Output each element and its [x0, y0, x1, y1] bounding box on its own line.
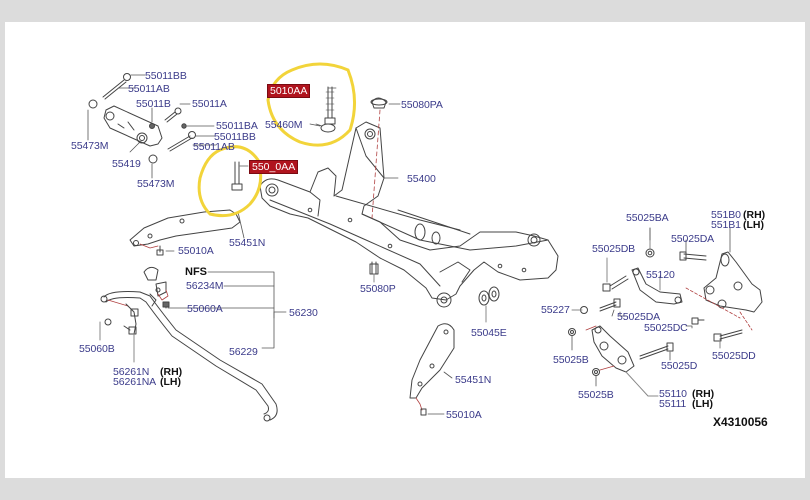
stabilizer-bar-56229 — [100, 291, 278, 422]
label-55025B-2: 55025B — [578, 389, 614, 401]
label-lh-55111: (LH) — [692, 398, 713, 410]
nut-55025B-1 — [568, 328, 576, 336]
bolt-55025DC — [691, 317, 705, 325]
bolt-55025DA-mid — [599, 298, 621, 312]
alignment-dash — [371, 109, 381, 219]
label-55010A-right: 55010A — [446, 409, 482, 421]
label-55080PA: 55080PA — [401, 99, 443, 111]
label-56229: 56229 — [229, 346, 258, 358]
highlighted-label-55010AA-top: 5010AA — [267, 84, 311, 98]
toe-link-55120 — [631, 267, 683, 305]
figure-id: X4310056 — [713, 415, 768, 429]
nut-55011B — [149, 123, 155, 129]
bolt-55011A — [164, 107, 182, 123]
nut-55060B — [104, 318, 112, 326]
bolt-55025DA-top — [679, 251, 707, 261]
brace-55451N-left — [129, 209, 241, 247]
lateral-link-55419 — [103, 105, 163, 147]
label-55419: 55419 — [112, 158, 141, 170]
leader-lines — [87, 74, 731, 415]
label-55025DD: 55025DD — [712, 350, 756, 362]
label-55025DA-top: 55025DA — [671, 233, 715, 245]
label-55460M: 55460M — [265, 119, 303, 131]
label-56234M: 56234M — [186, 280, 224, 292]
label-551B0: 551B0 — [711, 209, 741, 221]
label-551B1: 551B1 — [711, 219, 741, 231]
bracket-56234M — [155, 281, 167, 297]
highlight-circle-top — [266, 62, 356, 147]
label-55011AB-2: 55011AB — [193, 141, 235, 153]
label-55011BA: 55011BA — [216, 120, 258, 132]
bolt-55010AA-lower — [231, 161, 243, 191]
label-55111: 55111 — [659, 398, 687, 410]
washer-55460M — [320, 123, 336, 133]
diagram-panel — [5, 22, 805, 478]
label-55400: 55400 — [407, 173, 436, 185]
label-55045E: 55045E — [471, 327, 507, 339]
stabilizer-link-56261N — [123, 303, 139, 335]
bolt-55010AA-top — [324, 86, 336, 125]
label-rh-55110: (RH) — [692, 388, 715, 400]
label-55120: 55120 — [646, 269, 675, 281]
label-55011BB: 55011BB — [145, 70, 187, 82]
label-55110: 55110 — [659, 388, 687, 400]
nut-55025B-2 — [592, 368, 600, 376]
label-55010A-left: 55010A — [178, 245, 214, 257]
label-55060A: 55060A — [187, 303, 223, 315]
bolt-55025D — [639, 342, 674, 360]
highlighted-label-55010AA-lower: 550_0AA — [249, 160, 299, 174]
label-NFS: NFS — [185, 266, 207, 278]
mount-cap-55080PA — [370, 97, 388, 109]
label-55025DC: 55025DC — [644, 322, 688, 334]
label-55011B: 55011B — [136, 98, 171, 110]
label-55227: 55227 — [541, 304, 570, 316]
label-55011A: 55011A — [192, 98, 227, 110]
label-55025B-1: 55025B — [553, 354, 589, 366]
bolt-55011AB — [102, 73, 131, 100]
label-55025D: 55025D — [661, 360, 698, 372]
nut-55011BA — [181, 123, 187, 129]
label-56261NA: 56261NA — [113, 376, 157, 388]
bolt-55080P — [369, 261, 379, 275]
label-55011BB-2: 55011BB — [214, 131, 256, 143]
bolt-55025DD — [713, 329, 743, 342]
bushing-nfs — [143, 266, 159, 281]
label-55025BA: 55025BA — [626, 212, 669, 224]
label-rh-56261N: (RH) — [160, 366, 183, 378]
washer-55473M-2 — [148, 154, 158, 164]
bolt-55060A — [162, 301, 170, 309]
label-lh-551B1: (LH) — [743, 219, 764, 231]
label-55451N-left: 55451N — [229, 237, 266, 249]
bolt-55025DB — [602, 275, 629, 292]
subframe-55400 — [259, 121, 559, 308]
label-55473M-left: 55473M — [71, 140, 109, 152]
label-rh-551B0: (RH) — [743, 209, 766, 221]
washer-55473M — [88, 99, 98, 109]
bolt-55011AB-2 — [167, 131, 196, 152]
label-56261N: 56261N — [113, 366, 150, 378]
label-55025DB: 55025DB — [592, 243, 636, 255]
label-56230: 56230 — [289, 307, 318, 319]
brace-55451N-right — [409, 323, 455, 399]
label-55060B: 55060B — [79, 343, 115, 355]
highlight-circle-lower — [197, 145, 263, 218]
nut-55025BA — [645, 248, 655, 258]
lower-arm-55110 — [591, 325, 635, 373]
label-55451N-right: 55451N — [455, 374, 492, 386]
bolt-55010A-left — [156, 245, 164, 256]
washers-55045E — [478, 286, 500, 306]
label-lh-56261NA: (LH) — [160, 376, 181, 388]
label-55080P: 55080P — [360, 283, 396, 295]
label-55025DA-mid: 55025DA — [617, 311, 661, 323]
label-55473M-bottom: 55473M — [137, 178, 175, 190]
bolt-55010A-right — [420, 408, 427, 416]
label-55011AB: 55011AB — [128, 83, 170, 95]
